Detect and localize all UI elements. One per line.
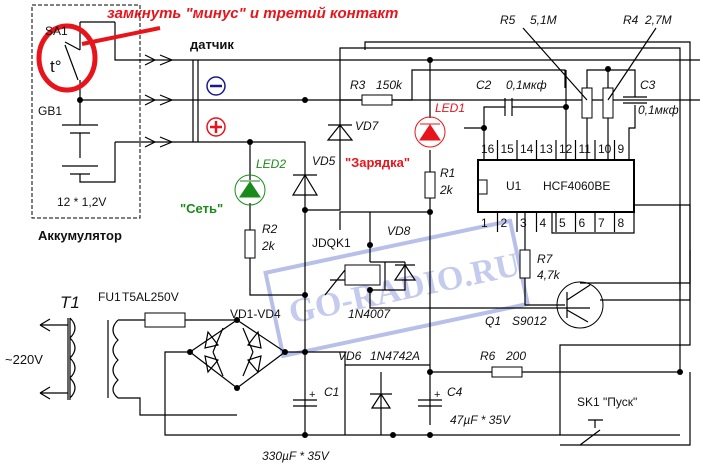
led2 bbox=[234, 174, 266, 206]
fu1-value: T5AL250V bbox=[122, 290, 179, 304]
fu1-label: FU1 bbox=[98, 290, 121, 304]
u1-pins: 16 1 15 2 14 3 13 4 12 5 11 6 10 7 9 8 bbox=[481, 140, 625, 232]
r4 bbox=[602, 87, 614, 119]
c4-value: 47µF * 35V bbox=[450, 413, 511, 427]
gb1-label: GB1 bbox=[38, 104, 62, 118]
switch-sa1 bbox=[64, 21, 700, 100]
c2-value: 0,1мкф bbox=[506, 78, 547, 92]
r5 bbox=[581, 87, 593, 119]
q1-part: S9012 bbox=[512, 314, 547, 328]
pin-top-14: 14 bbox=[520, 142, 534, 156]
r2-value: 2k bbox=[261, 239, 276, 253]
pin-top-9: 9 bbox=[618, 142, 625, 156]
annotation-pointer bbox=[81, 26, 161, 46]
vd5-label: VD5 bbox=[312, 154, 336, 168]
r4-label: R4 bbox=[623, 13, 639, 27]
pin-top-15: 15 bbox=[501, 142, 515, 156]
c1-label: C1 bbox=[324, 385, 339, 399]
q1-transistor bbox=[556, 281, 604, 329]
battery-pack-outline bbox=[31, 4, 141, 219]
c2-label: C2 bbox=[476, 78, 492, 92]
annotation-circle bbox=[36, 23, 98, 93]
r7 bbox=[519, 249, 531, 279]
plus-icon bbox=[206, 117, 226, 137]
fuse-fu1 bbox=[144, 312, 186, 328]
led2-label: LED2 bbox=[256, 157, 286, 171]
sk1-label: SK1 "Пуск" bbox=[577, 395, 637, 409]
sk1-button bbox=[560, 372, 691, 446]
pin-bottom-8: 8 bbox=[618, 216, 625, 230]
c3-label: C3 bbox=[640, 78, 656, 92]
r2-label: R2 bbox=[262, 222, 278, 236]
vd6-label: VD6 bbox=[338, 349, 362, 363]
pin-bottom-5: 5 bbox=[559, 216, 566, 230]
pin-bottom-2: 2 bbox=[501, 216, 508, 230]
vd8-label: VD8 bbox=[387, 224, 411, 238]
battery-spec: 12 * 1,2V bbox=[57, 195, 106, 209]
c1-value: 330µF * 35V bbox=[262, 449, 330, 463]
r5-label: R5 bbox=[500, 13, 516, 27]
pin-top-11: 11 bbox=[579, 142, 592, 156]
pin-bottom-7: 7 bbox=[598, 216, 605, 230]
led2-caption: "Сеть" bbox=[180, 201, 223, 216]
annotation-text: замкнуть "минус" и третий контакт bbox=[107, 5, 398, 22]
r1 bbox=[424, 171, 436, 199]
sensor-label: датчик bbox=[190, 37, 234, 52]
pin-top-16: 16 bbox=[481, 142, 495, 156]
r5-value: 5,1M bbox=[530, 13, 557, 27]
r3-value: 150k bbox=[376, 78, 403, 92]
r3-label: R3 bbox=[350, 78, 366, 92]
relay-coil bbox=[344, 264, 381, 286]
connector-arrows bbox=[144, 54, 174, 148]
r1-label: R1 bbox=[440, 166, 455, 180]
vd8-value: 1N4007 bbox=[348, 307, 391, 321]
led1-label: LED1 bbox=[435, 101, 465, 115]
r6-value: 200 bbox=[505, 349, 526, 363]
r7-value: 4,7k bbox=[537, 268, 561, 282]
c3-value: 0,1мкф bbox=[638, 103, 679, 117]
r2 bbox=[244, 229, 256, 259]
q1-label: Q1 bbox=[485, 314, 501, 328]
r3 bbox=[361, 94, 393, 106]
diode-bridge bbox=[204, 327, 262, 377]
u1-part: HCF4060BE bbox=[543, 179, 610, 193]
vd7-label: VD7 bbox=[355, 119, 380, 133]
c1-plus: + bbox=[309, 389, 315, 401]
pin-bottom-1: 1 bbox=[481, 216, 488, 230]
pin-bottom-4: 4 bbox=[540, 216, 547, 230]
bridge-label: VD1-VD4 bbox=[230, 307, 281, 321]
c4-plus: + bbox=[434, 389, 440, 401]
r6-label: R6 bbox=[480, 349, 496, 363]
pin-top-13: 13 bbox=[540, 142, 554, 156]
r6 bbox=[491, 366, 523, 378]
pin-bottom-3: 3 bbox=[520, 216, 527, 230]
led1-caption: "Зарядка" bbox=[345, 155, 410, 170]
sa1-label: SA1 bbox=[45, 24, 68, 38]
minus-icon bbox=[206, 76, 226, 96]
relay-label: JDQK1 bbox=[312, 236, 351, 250]
temp-label: t° bbox=[50, 57, 62, 76]
r4-value: 2,7M bbox=[644, 13, 672, 27]
vd6-value: 1N4742A bbox=[370, 349, 420, 363]
r7-label: R7 bbox=[537, 252, 554, 266]
battery-title: Аккумулятор bbox=[38, 228, 122, 243]
c4-label: C4 bbox=[447, 385, 463, 399]
mains-label: ~220V bbox=[5, 352, 43, 367]
pin-bottom-6: 6 bbox=[579, 216, 586, 230]
led1 bbox=[414, 116, 446, 148]
r1-value: 2k bbox=[439, 183, 454, 197]
pin-top-12: 12 bbox=[559, 142, 573, 156]
t1-label: T1 bbox=[60, 293, 80, 312]
u1-label: U1 bbox=[506, 179, 522, 193]
pin-top-10: 10 bbox=[598, 142, 612, 156]
